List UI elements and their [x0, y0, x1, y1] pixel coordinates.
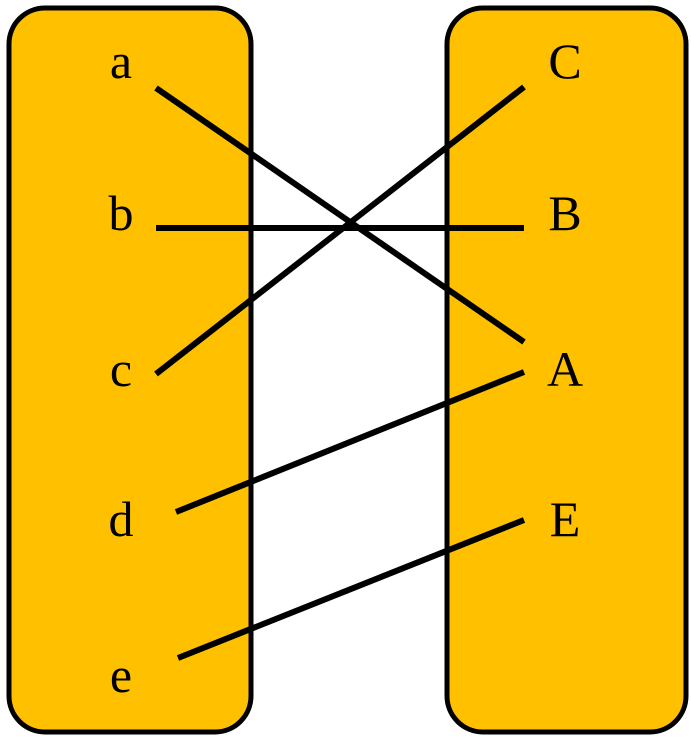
right-set-box: [444, 5, 689, 735]
right-label-B: B: [548, 185, 581, 241]
mapping-line-c-C: [154, 84, 526, 377]
mapping-line-e-E: [176, 517, 526, 661]
left-set-box: [6, 5, 254, 735]
left-label-c: c: [110, 341, 132, 397]
mapping-lines: [154, 84, 526, 661]
right-label-E: E: [550, 491, 581, 547]
mapping-line-a-A: [154, 85, 526, 345]
mapping-line-d-A: [174, 369, 526, 515]
right-label-C: C: [548, 33, 581, 89]
left-label-d: d: [109, 491, 134, 547]
left-label-a: a: [110, 33, 132, 89]
left-label-b: b: [109, 185, 134, 241]
right-label-A: A: [547, 341, 583, 397]
left-label-e: e: [110, 647, 132, 703]
